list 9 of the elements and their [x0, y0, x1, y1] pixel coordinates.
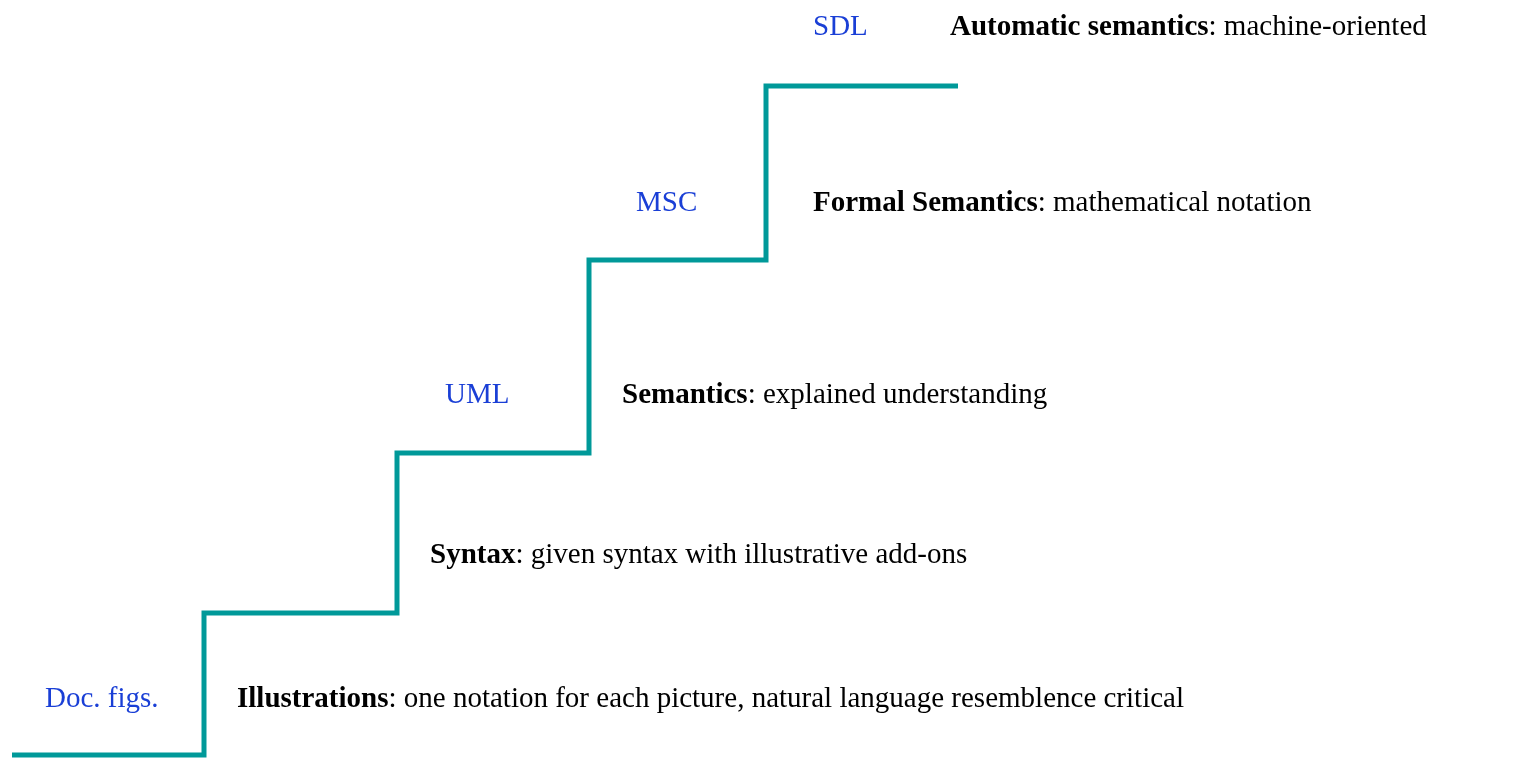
notation-label: MSC: [636, 184, 698, 218]
level-description: Automatic semantics: machine-oriented: [950, 8, 1427, 42]
level-description: Formal Semantics: mathematical notation: [813, 184, 1312, 218]
level-description: Syntax: given syntax with illustrative add-ons: [430, 536, 968, 570]
level-description: Semantics: explained understanding: [622, 376, 1048, 410]
level-description: Illustrations: one notation for each picture, natural language resemblence critical: [237, 680, 1184, 714]
notation-label: SDL: [813, 8, 868, 42]
notation-label: UML: [445, 376, 510, 410]
notation-label: Doc. figs.: [45, 680, 159, 714]
